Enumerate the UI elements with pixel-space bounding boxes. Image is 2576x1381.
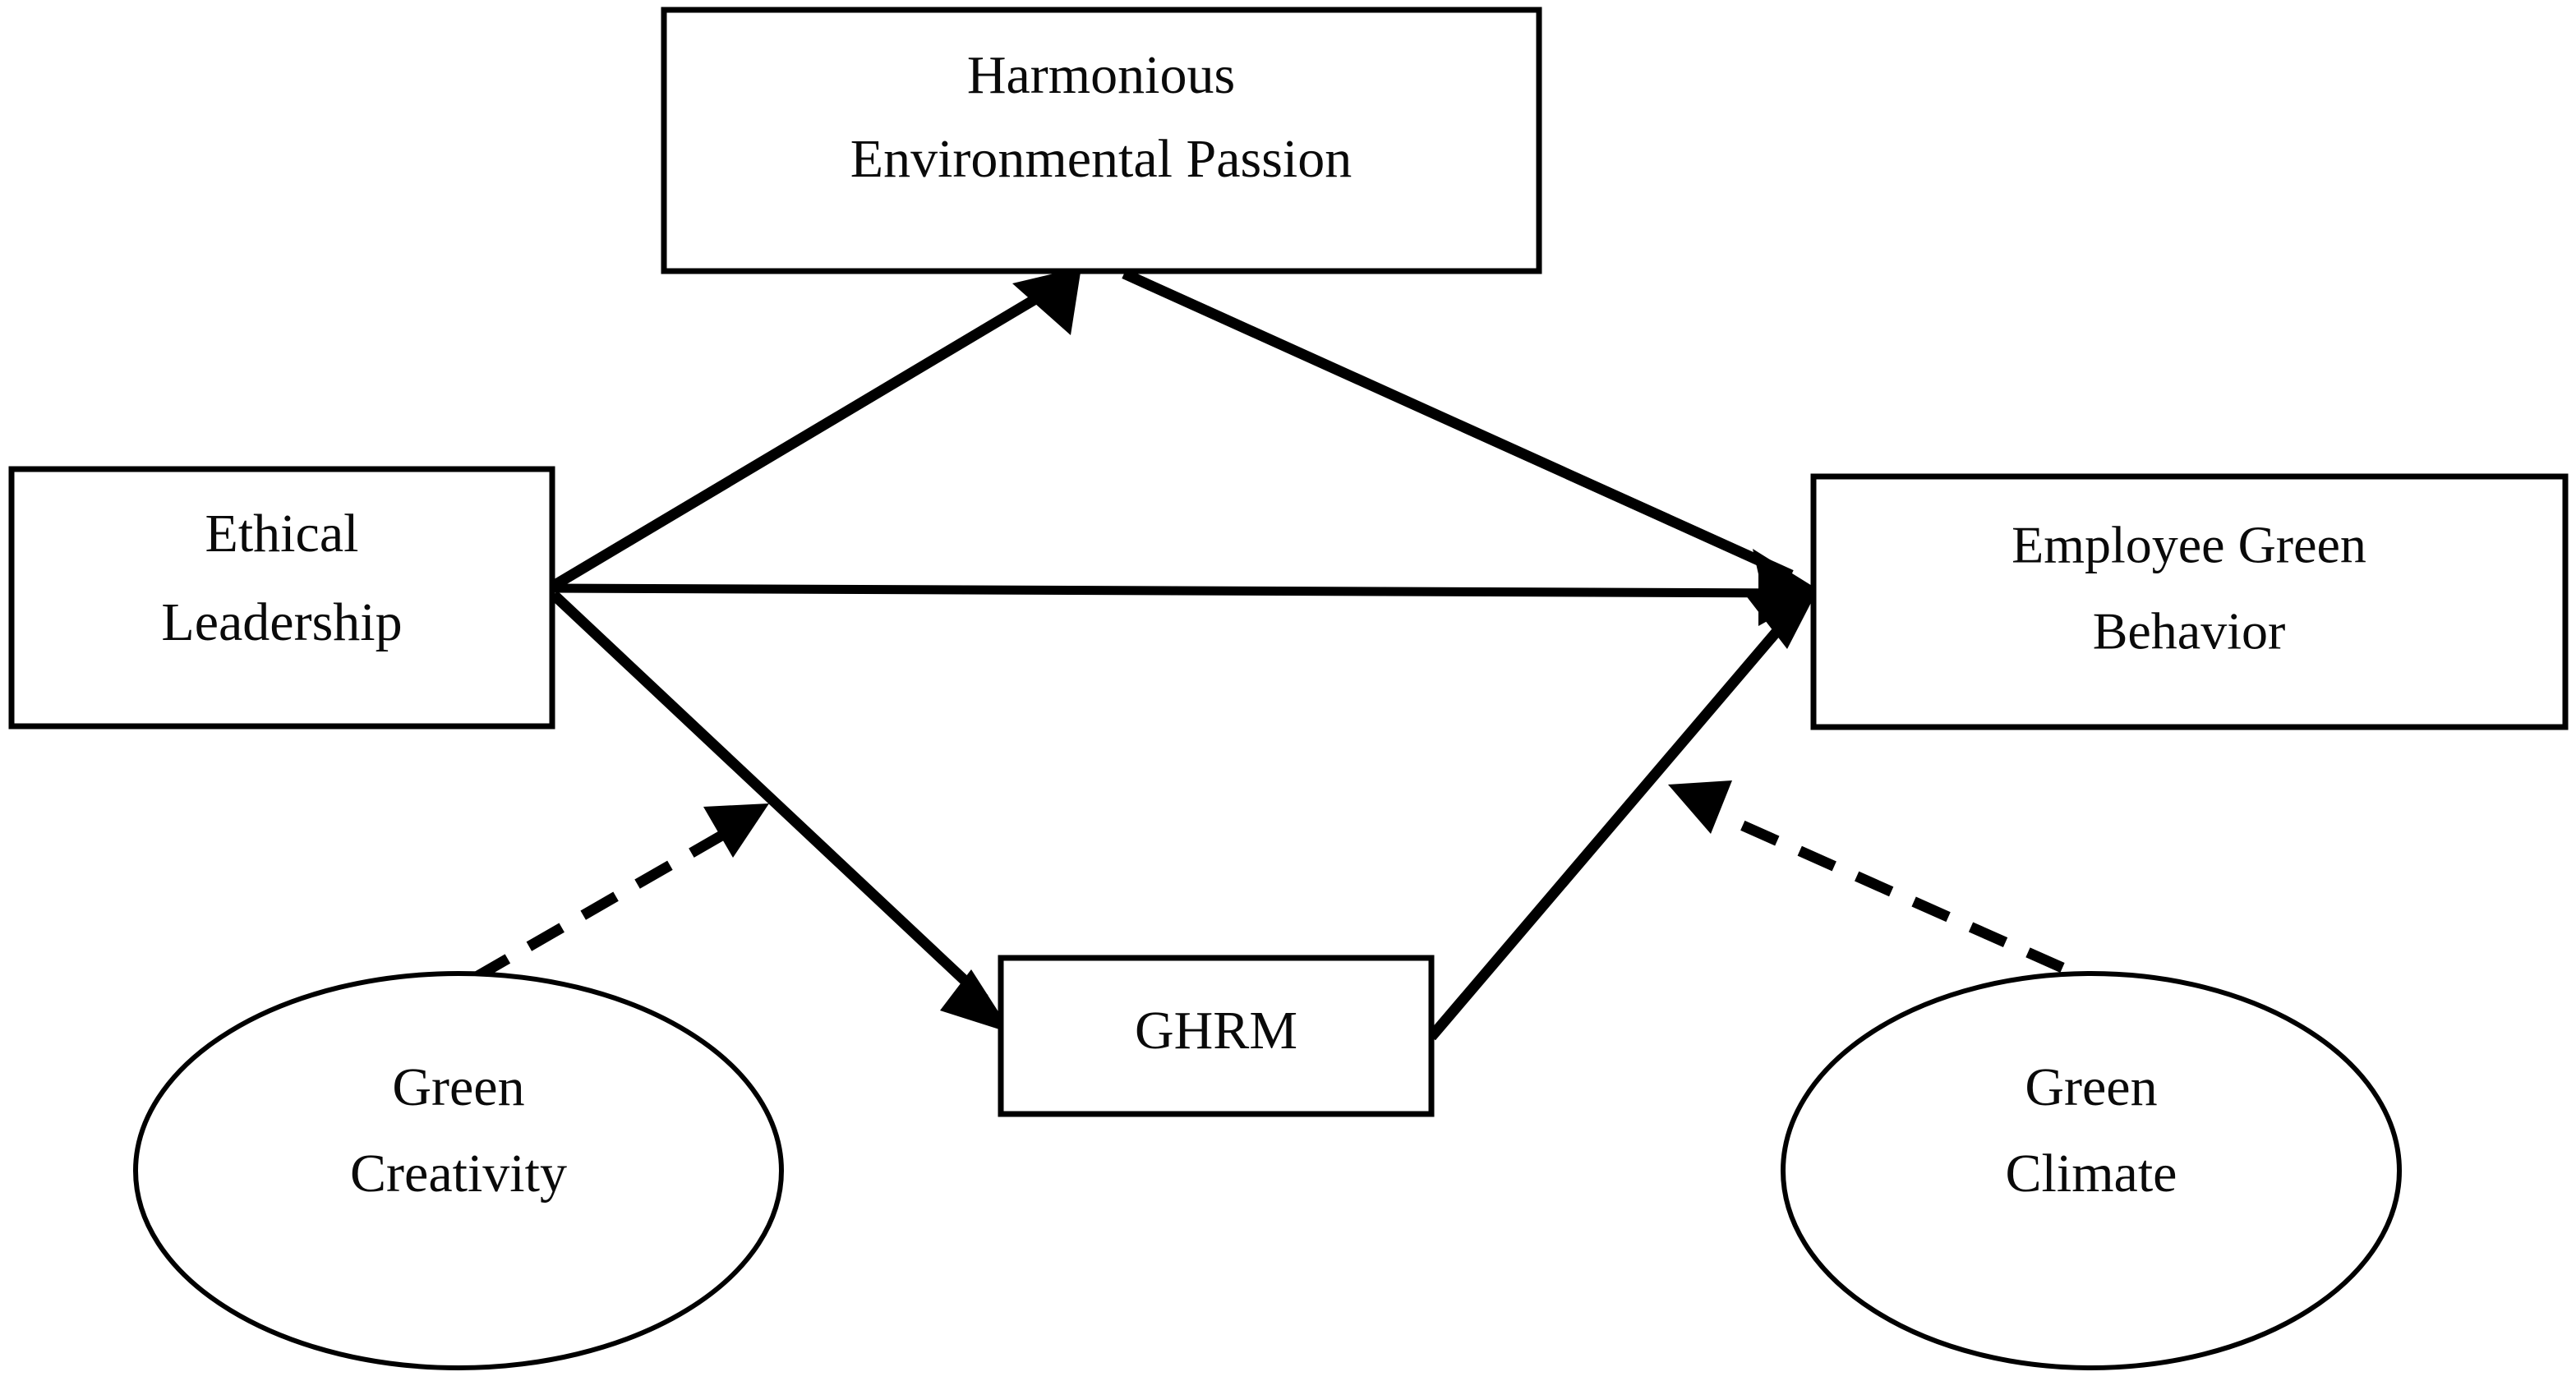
node-label-ghrm: GHRM: [1135, 1001, 1297, 1061]
node-label-ethical-leadership-line1: Ethical: [205, 504, 359, 564]
node-label-green-climate-line1: Green: [2025, 1057, 2157, 1117]
node-label-green-creativity-line2: Creativity: [350, 1144, 567, 1204]
edge-green-creativity-moderation: [472, 803, 769, 983]
node-label-green-creativity-line1: Green: [392, 1057, 524, 1117]
node-label-harmonious-environmental-passion-line1: Harmonious: [967, 45, 1235, 105]
node-green-creativity[interactable]: Green Creativity: [133, 971, 784, 1370]
arrowhead-icon: [1668, 780, 1732, 834]
node-green-climate[interactable]: Green Climate: [1781, 971, 2402, 1370]
arrowhead-icon: [1745, 595, 1814, 649]
arrowhead-icon: [703, 803, 769, 858]
node-label-ethical-leadership-line2: Leadership: [161, 592, 402, 652]
node-harmonious-environmental-passion[interactable]: Harmonious Environmental Passion: [661, 7, 1542, 274]
node-label-green-climate-line2: Climate: [2006, 1144, 2177, 1204]
edge-ghrm-to-employee-green-behavior: [1427, 595, 1814, 1041]
arrowhead-icon: [940, 969, 1012, 1033]
node-ghrm[interactable]: GHRM: [998, 955, 1435, 1117]
node-label-employee-green-behavior-line2: Behavior: [2093, 602, 2286, 661]
edge-ethical-leadership-to-ghrm: [550, 591, 1012, 1033]
edge-ethical-leadership-to-harmonious-environmental-passion: [549, 267, 1081, 592]
node-employee-green-behavior[interactable]: Employee Green Behavior: [1810, 473, 2569, 730]
arrowhead-icon: [1012, 267, 1081, 335]
node-ethical-leadership[interactable]: Ethical Leadership: [8, 466, 555, 730]
edge-ethical-leadership-to-employee-green-behavior: [551, 560, 1818, 626]
edge-green-climate-moderation: [1668, 780, 2065, 973]
node-label-harmonious-environmental-passion-line2: Environmental Passion: [850, 129, 1352, 189]
node-label-employee-green-behavior-line1: Employee Green: [2011, 516, 2366, 574]
edge-harmonious-environmental-passion-to-employee-green-behavior: [1122, 269, 1816, 618]
